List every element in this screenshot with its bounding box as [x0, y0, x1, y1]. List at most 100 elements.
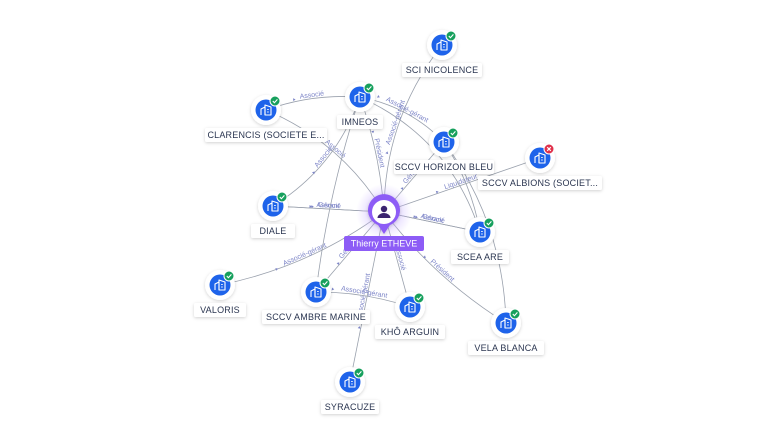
building-icon	[474, 226, 486, 238]
node-label-box	[251, 224, 295, 238]
company-node-kho-arguin[interactable]: KHÔ ARGUIN	[375, 292, 445, 339]
check-icon	[322, 281, 328, 286]
building-icon	[267, 200, 279, 212]
edge-arrow-icon	[376, 94, 380, 98]
check-icon	[279, 195, 285, 200]
edge-label: Gérant	[421, 213, 443, 224]
check-icon	[450, 131, 456, 136]
edge-label-group: Président	[423, 255, 455, 283]
edge-label-group: Associé	[309, 202, 341, 210]
node-label-box	[337, 115, 383, 129]
edge-label: Associé	[314, 146, 335, 170]
company-node-sccv-albions[interactable]: SCCV ALBIONS (SOCIET...	[478, 143, 602, 190]
edge-arrow-icon	[415, 215, 418, 219]
company-name: KHÔ ARGUIN	[381, 327, 440, 337]
company-node-diale[interactable]: DIALE	[251, 191, 295, 238]
edge-arrow-icon	[385, 151, 389, 155]
badge-check-icon	[447, 127, 459, 139]
company-name: SCCV AMBRE MARINE	[266, 312, 366, 322]
company-node-imneos[interactable]: IMNEOS	[337, 82, 383, 129]
check-icon	[512, 312, 518, 317]
check-icon	[416, 296, 422, 301]
company-name: DIALE	[259, 226, 286, 236]
building-icon	[436, 39, 448, 51]
company-name: VALORIS	[200, 305, 240, 315]
edge-arrow-icon	[331, 287, 335, 291]
edge-arrow-icon	[275, 268, 279, 271]
building-icon	[310, 286, 322, 298]
edge-label: Associé	[420, 213, 446, 225]
badge-check-icon	[269, 95, 281, 107]
company-name: IMNEOS	[342, 117, 379, 127]
badge-check-icon	[445, 30, 457, 42]
company-node-syracuze[interactable]: SYRACUZE	[321, 367, 379, 414]
edge-imneos-diale	[272, 96, 361, 207]
company-name: CLARENCIS (SOCIETE E...	[207, 130, 324, 140]
company-name: SCCV HORIZON BLEU	[395, 162, 493, 172]
edge-label-group: Associé-gérant	[376, 94, 430, 124]
check-icon	[448, 34, 454, 39]
center-node[interactable]: Thierry ETHEVE	[344, 184, 424, 251]
cross-icon	[546, 146, 552, 152]
node-label-box	[402, 63, 482, 77]
check-icon	[226, 274, 232, 279]
node-label-box	[478, 176, 602, 190]
edge-label: Associé	[299, 90, 324, 100]
building-icon	[500, 317, 512, 329]
badge-check-icon	[363, 82, 375, 94]
badge-check-icon	[353, 367, 365, 379]
building-icon	[260, 104, 272, 116]
company-name: SCI NICOLENCE	[406, 65, 479, 75]
company-node-sccv-ambre-marine[interactable]: SCCV AMBRE MARINE	[262, 277, 370, 324]
edge-label-group: Associé	[312, 146, 335, 175]
building-icon	[534, 152, 546, 164]
company-name: SYRACUZE	[325, 402, 376, 412]
edge-label-group: Liquidateur	[435, 173, 479, 194]
company-name: SCEA ARE	[457, 252, 503, 262]
company-node-vela-blanca[interactable]: VELA BLANCA	[468, 308, 544, 355]
check-icon	[486, 221, 492, 226]
edge-arrow-icon	[336, 262, 340, 266]
node-label-box	[451, 250, 509, 264]
edge-label: Associé-gérant	[282, 242, 328, 267]
check-icon	[356, 371, 362, 376]
company-name: VELA BLANCA	[474, 343, 537, 353]
edge-label-group: Président	[371, 130, 385, 168]
node-label-box	[468, 341, 544, 355]
building-icon	[354, 91, 366, 103]
node-label-box	[205, 128, 327, 142]
edge-label-group: Gérant	[311, 202, 340, 210]
edge-arrow-icon	[309, 204, 312, 208]
node-label-box	[321, 400, 379, 414]
edge-arrow-icon	[312, 171, 315, 175]
person-icon	[377, 205, 391, 218]
edge-arrow-icon	[311, 205, 314, 209]
edge-label: Gérant	[318, 202, 340, 210]
check-icon	[366, 86, 372, 91]
edge-label-group: Associé	[413, 213, 446, 225]
company-node-sccv-horizon-bleu[interactable]: SCCV HORIZON BLEU	[394, 127, 494, 174]
badge-check-icon	[413, 292, 425, 304]
building-icon	[438, 136, 450, 148]
company-node-sci-nicolence[interactable]: SCI NICOLENCE	[402, 30, 482, 77]
edge-arrow-icon	[292, 98, 296, 102]
company-node-clarencis[interactable]: CLARENCIS (SOCIETE E...	[205, 95, 327, 142]
company-node-valoris[interactable]: VALORIS	[194, 270, 246, 317]
edge-arrow-icon	[435, 190, 439, 194]
edge-label: Président	[372, 138, 385, 168]
badge-check-icon	[483, 217, 495, 229]
center-name: Thierry ETHEVE	[351, 239, 418, 249]
badge-check-icon	[223, 270, 235, 282]
company-node-scea-are[interactable]: SCEA ARE	[451, 217, 509, 264]
edge-label: Associé-gérant	[385, 96, 430, 124]
edge-arrow-icon	[357, 326, 361, 329]
building-icon	[404, 301, 416, 313]
edge-arrow-icon	[423, 255, 426, 259]
node-label-box	[394, 160, 494, 174]
badge-check-icon	[319, 277, 331, 289]
node-label-box	[375, 325, 445, 339]
edge-arrow-icon	[400, 187, 404, 191]
badge-check-icon	[276, 191, 288, 203]
edge-label: Associé	[316, 202, 341, 210]
